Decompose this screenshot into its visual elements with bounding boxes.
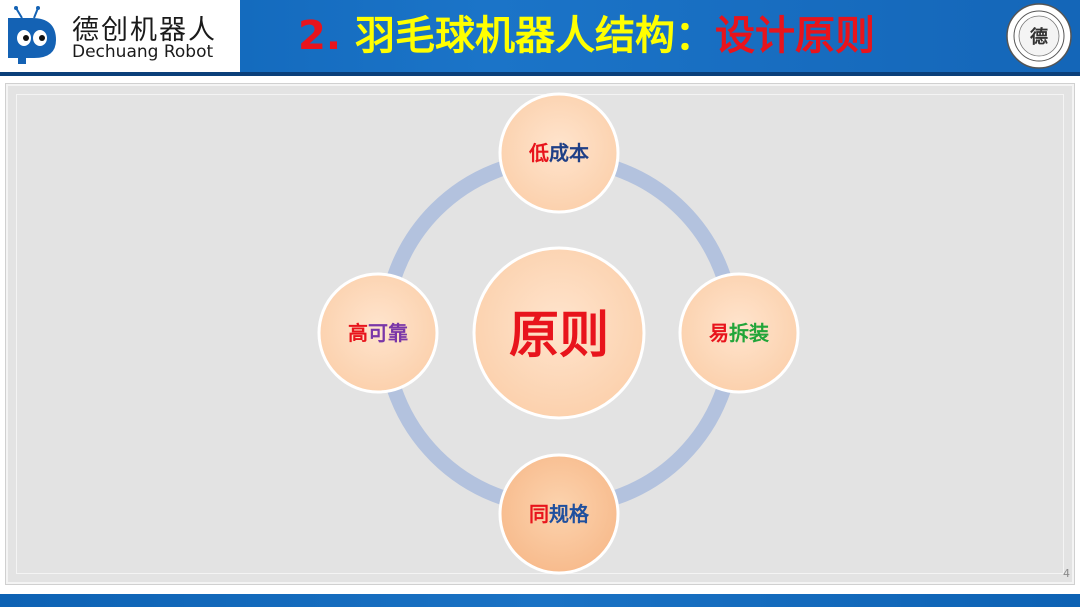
slide-title: 2. 羽毛球机器人结构：设计原则 (298, 12, 875, 60)
principle-node-high-reliability: 高可靠 (317, 272, 439, 394)
title-number: 2. (298, 13, 342, 59)
footer-bar (0, 594, 1080, 607)
brand-logo: 德创机器人 Dechuang Robot (0, 0, 240, 72)
title-main: 羽毛球机器人结构： (354, 13, 715, 59)
center-node: 原则 (472, 246, 646, 420)
brand-name-cn: 德创机器人 (72, 15, 217, 46)
center-label: 原则 (509, 306, 609, 364)
title-accent: 设计原则 (714, 13, 875, 59)
principle-node-low-cost: 低成本 (498, 92, 620, 214)
principle-low-cost-label: 低成本 (528, 141, 589, 165)
header-divider (0, 72, 1080, 76)
robot-mascot-icon (8, 6, 56, 64)
principle-high-reliability-label: 高可靠 (348, 321, 408, 345)
principle-same-spec-label: 同规格 (529, 502, 590, 526)
principle-node-same-spec: 同规格 (498, 453, 620, 575)
principle-easy-assembly-label: 易拆装 (709, 321, 769, 345)
brand-name-en: Dechuang Robot (72, 42, 214, 62)
seal-glyph: 德 (1030, 26, 1048, 48)
school-seal-icon: 德 (1006, 3, 1072, 69)
page-number: 4 (1063, 567, 1070, 580)
principle-node-easy-assembly: 易拆装 (678, 272, 800, 394)
